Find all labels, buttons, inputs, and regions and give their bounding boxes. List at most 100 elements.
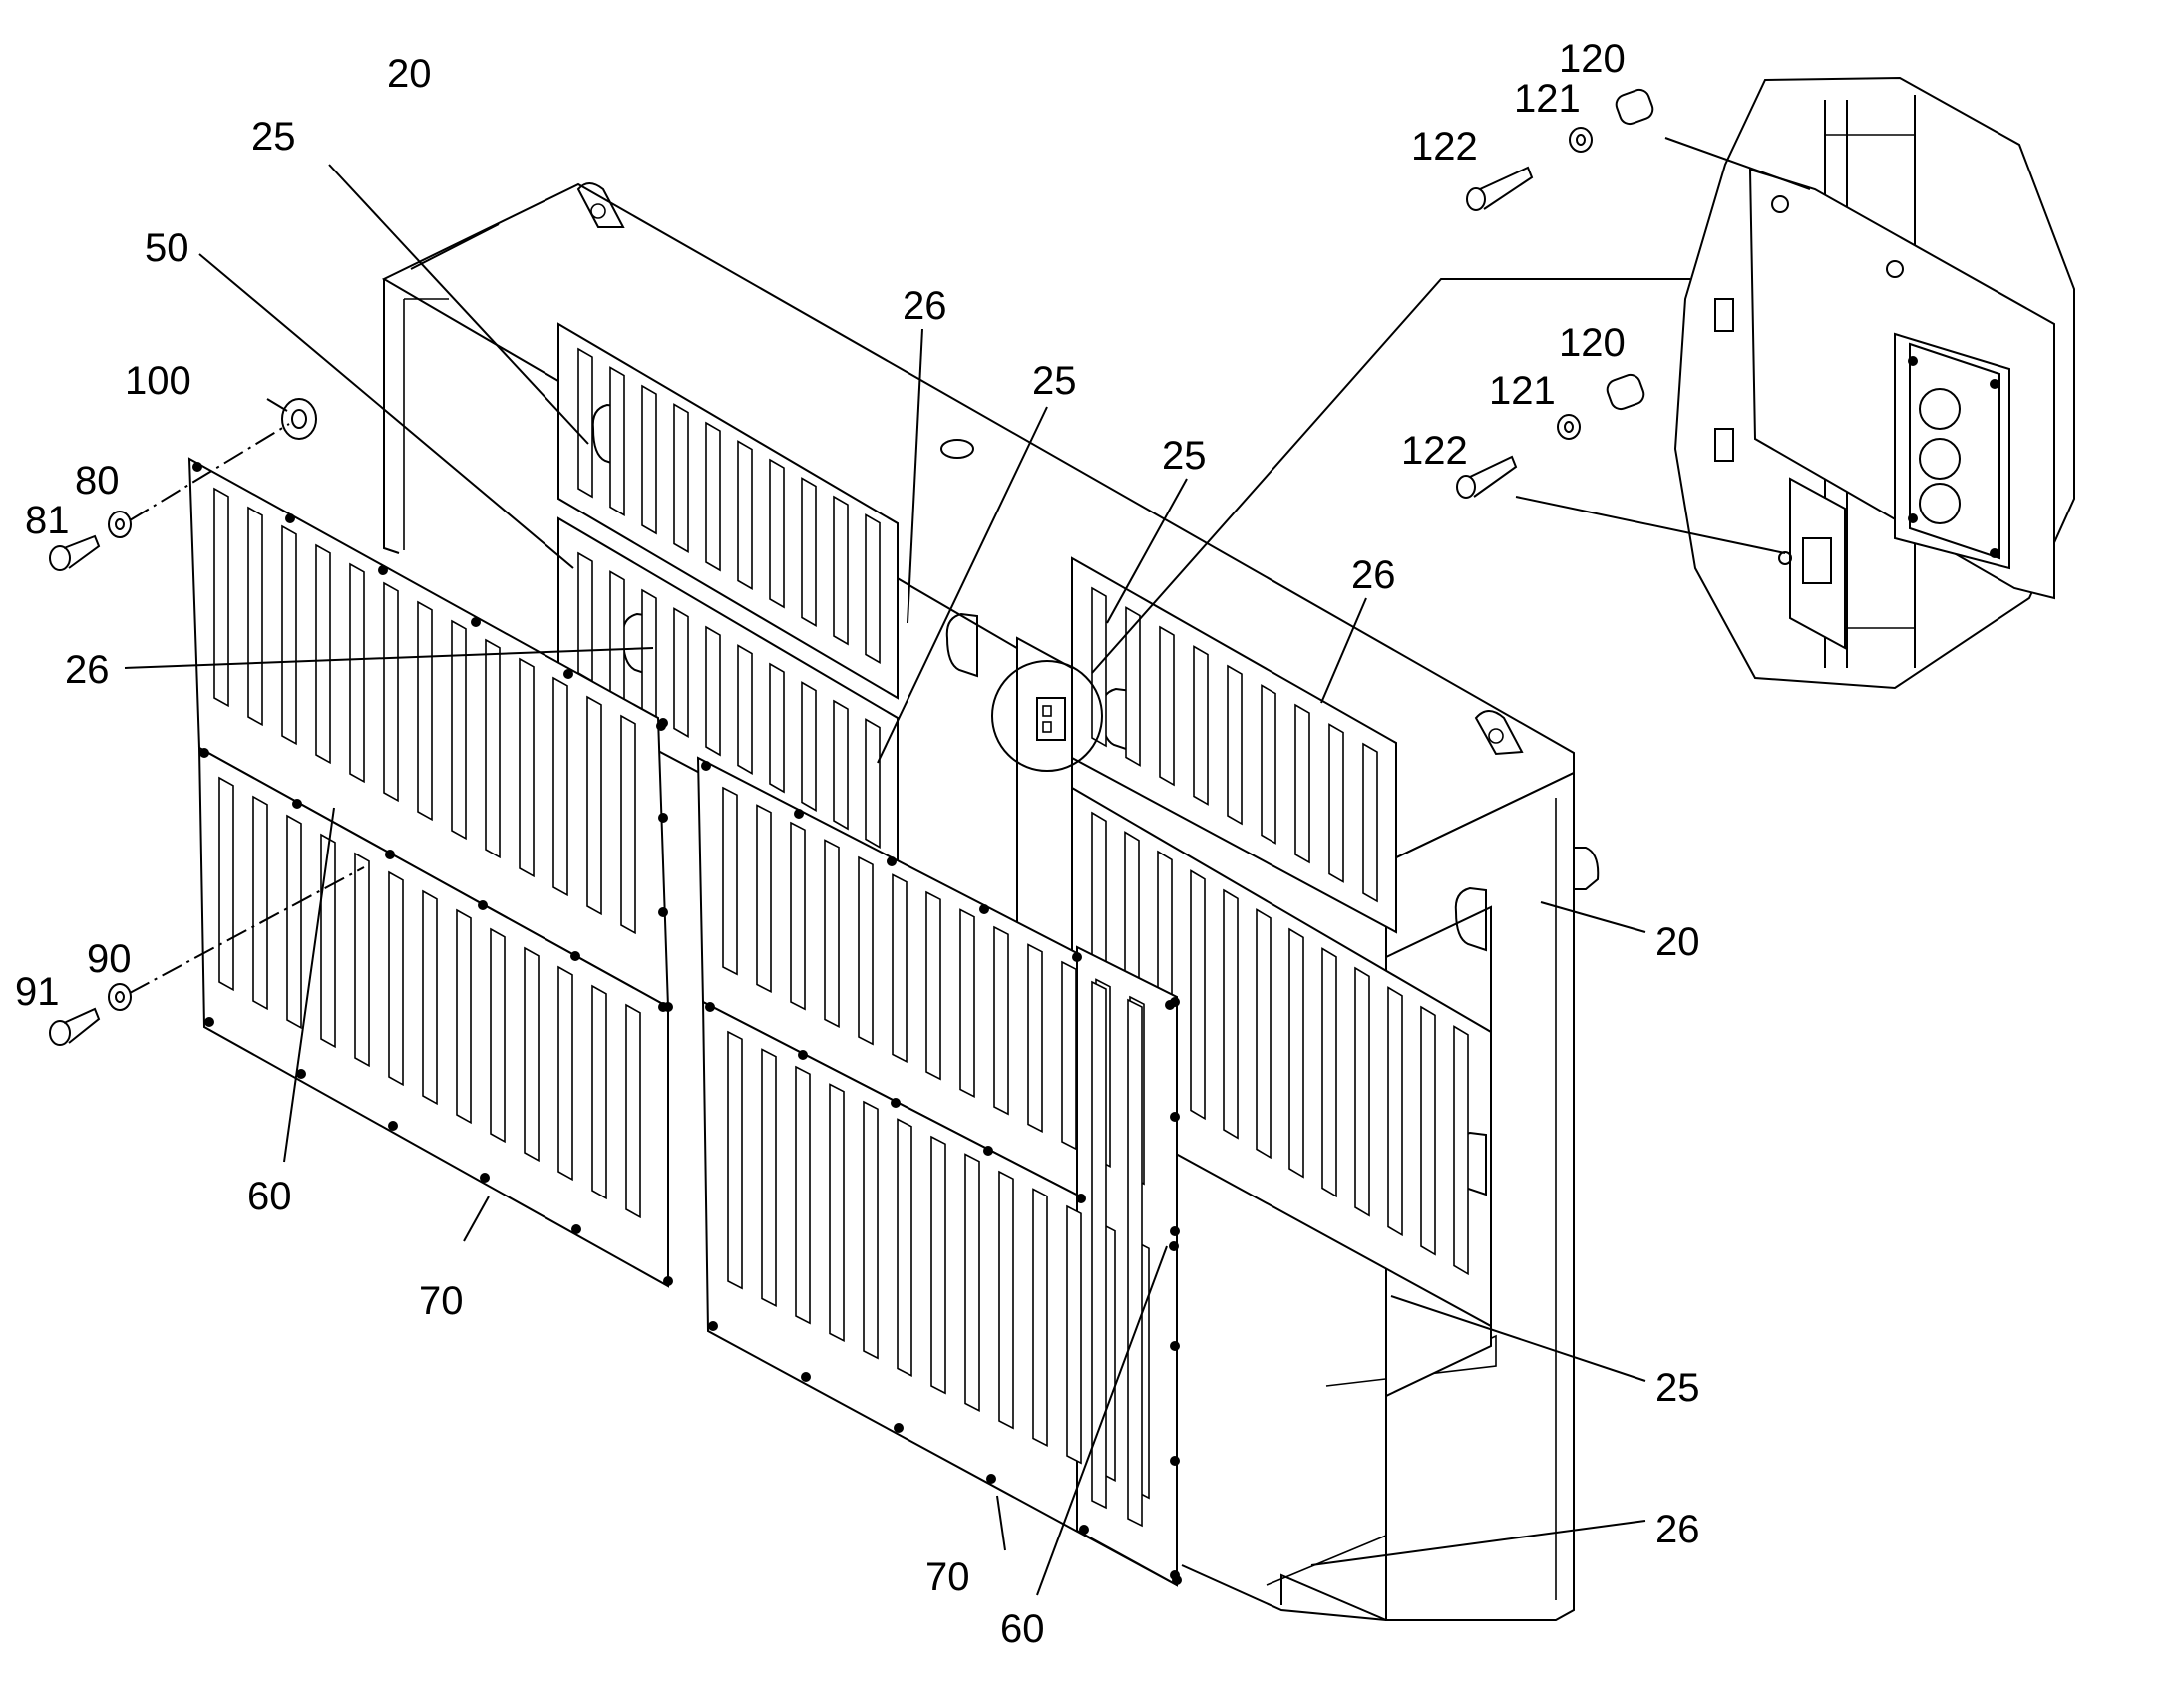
front-panel-slot	[761, 1048, 777, 1308]
front-panel-slot	[722, 786, 738, 976]
front-panel-slot	[930, 1135, 946, 1395]
rear-louvre-slot	[769, 458, 785, 609]
front-panel-slot	[451, 619, 467, 841]
callout-26-lowright: 26	[1655, 1508, 1700, 1551]
front-panel-slot	[897, 1118, 912, 1378]
front-panel-slot	[829, 1083, 845, 1343]
rear-louvre-slot	[801, 477, 817, 627]
rear-louvre-slot	[1420, 1005, 1436, 1256]
bolt-hole	[204, 1017, 214, 1027]
rear-louvre-slot	[641, 588, 657, 720]
front-panel-slot	[1032, 1188, 1048, 1448]
front-panel-slot	[795, 1065, 811, 1325]
callout-25-mid: 25	[1032, 359, 1077, 403]
front-panel-slot	[557, 965, 573, 1182]
rear-louvre-slot	[1261, 684, 1276, 845]
front-panel-slot	[252, 795, 268, 1011]
bolt-hole	[794, 809, 804, 819]
fastener-washer-100	[281, 398, 317, 440]
callout-121-b: 121	[1489, 369, 1556, 413]
front-panel-slot	[959, 908, 975, 1099]
front-panel-slot	[993, 925, 1009, 1116]
callout-120-b: 120	[1559, 321, 1626, 365]
bolt-hole	[658, 813, 668, 823]
rear-louvre-slot	[865, 718, 881, 849]
bolt-hole	[1170, 1112, 1180, 1122]
bolt-hole	[480, 1173, 490, 1183]
callout-20-right: 20	[1655, 920, 1700, 964]
callout-25-lowright: 25	[1655, 1366, 1700, 1410]
front-panel-slot	[1091, 980, 1107, 1510]
rear-louvre-slot	[673, 607, 689, 738]
front-panel-slot	[998, 1170, 1014, 1430]
rear-louvre-slot	[1453, 1025, 1469, 1276]
front-panel-slot	[354, 852, 370, 1068]
fastener-washer-80	[108, 511, 132, 538]
front-panel-slot	[315, 543, 331, 765]
callout-120-a: 120	[1559, 37, 1626, 81]
callout-122-a: 122	[1411, 125, 1478, 169]
bolt-hole	[378, 565, 388, 575]
bolt-hole	[1079, 1525, 1089, 1535]
front-panel-slot	[964, 1153, 980, 1413]
rear-louvre-slot	[641, 384, 657, 535]
bolt-hole	[478, 900, 488, 910]
bolt-hole	[887, 856, 897, 866]
bolt-hole	[801, 1372, 811, 1382]
front-panel-slot	[388, 870, 404, 1087]
bolt-hole	[292, 799, 302, 809]
bolt-hole	[891, 1098, 901, 1108]
front-panel-slot	[218, 776, 234, 992]
rear-louvre-slot	[833, 699, 849, 831]
rear-louvre-slot	[673, 403, 689, 553]
bolt-hole	[986, 1474, 996, 1484]
rear-louvre-slot	[1288, 927, 1304, 1179]
rear-louvre-slot	[1387, 986, 1403, 1237]
front-panel-slot	[281, 524, 297, 746]
front-panel-slot	[620, 714, 636, 935]
callout-25-top: 25	[251, 115, 296, 159]
rear-louvre-slot	[1091, 586, 1107, 748]
callout-26-left: 26	[65, 648, 110, 692]
bolt-hole	[894, 1423, 904, 1433]
front-panel-slot	[349, 562, 365, 784]
rear-louvre-slot	[1193, 645, 1209, 806]
callout-81: 81	[25, 499, 70, 542]
bolt-hole	[1170, 1226, 1180, 1236]
front-panel-slot	[524, 946, 540, 1163]
bolt-hole	[658, 907, 668, 917]
fastener-bolt-91	[49, 1007, 101, 1046]
front-panel-slot	[552, 676, 568, 897]
bolt-hole	[1169, 1241, 1179, 1251]
rear-louvre-slot	[1362, 742, 1378, 903]
rear-louvre-slot	[609, 570, 625, 701]
bolt-hole	[285, 513, 295, 523]
bolt-hole	[1170, 1456, 1180, 1466]
front-panel-slot	[1066, 1204, 1082, 1465]
front-panel-slot	[417, 600, 433, 822]
bolt-hole	[708, 1321, 718, 1331]
rear-louvre-slot	[865, 513, 881, 664]
front-panel-slot	[1127, 998, 1143, 1528]
callout-100: 100	[125, 359, 191, 403]
front-panel-slot	[213, 487, 229, 708]
fastener-washer-90	[108, 983, 132, 1011]
callout-70-bottom: 70	[925, 1555, 970, 1599]
fastener-nut-121-b	[1557, 414, 1581, 440]
callout-20-top: 20	[387, 52, 432, 96]
front-panel-slot	[247, 506, 263, 727]
front-panel-slot	[383, 581, 399, 803]
callout-labels: 20 25 50 100 80 81 26 90 91 60 70 26 25 …	[15, 37, 1700, 1651]
assembly-centerlines	[129, 423, 365, 994]
fastener-screw-122-a	[1466, 166, 1534, 211]
callout-60-bottom: 60	[1000, 1607, 1045, 1651]
rear-louvre-slot	[1321, 947, 1337, 1198]
rear-louvre-slot	[705, 421, 721, 572]
front-panel-slot	[925, 890, 941, 1081]
bolt-hole	[1076, 1194, 1086, 1203]
front-panel-slot	[892, 873, 908, 1064]
callout-70-left: 70	[419, 1279, 464, 1323]
front-panel-slot	[320, 833, 336, 1049]
front-panel-bolt-holes	[192, 462, 1182, 1585]
